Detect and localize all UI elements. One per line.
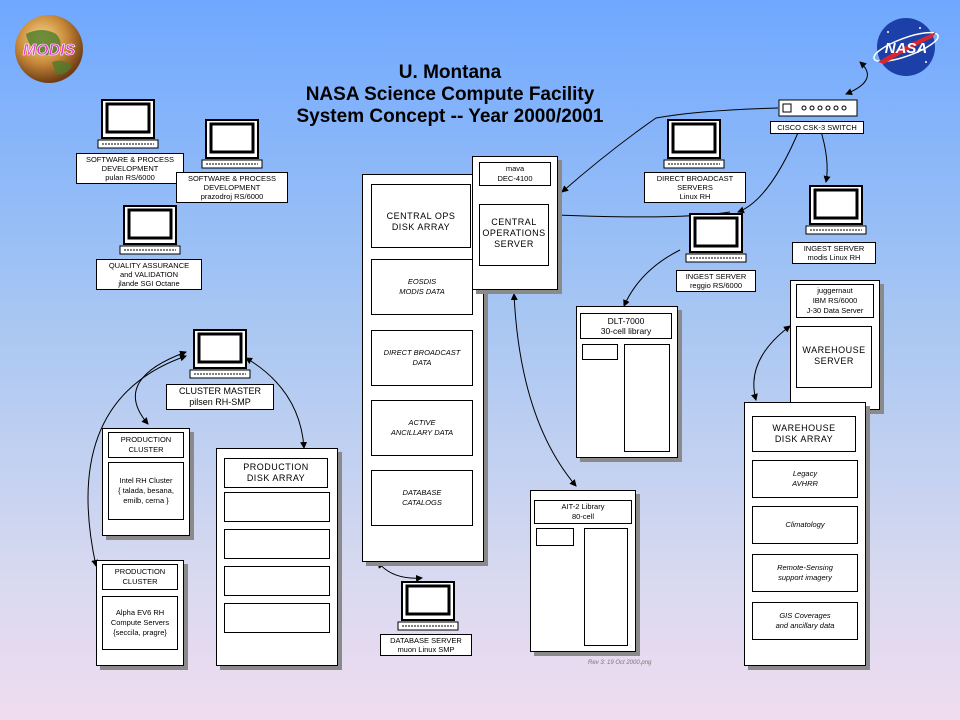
dlt-drive-slot [582, 344, 618, 360]
workstation-ingest-2[interactable] [804, 184, 868, 236]
production-cluster-1-body: Intel RH Cluster{ talada, besana,emilb, … [108, 462, 184, 520]
production-disk-slot [224, 529, 330, 559]
cisco-switch[interactable] [778, 98, 858, 118]
computer-icon [663, 119, 725, 169]
production-disk-slot [224, 492, 330, 522]
ait-drive-slot [536, 528, 574, 546]
revision-note: Rev 3: 19 Oct 2000.png [588, 660, 652, 666]
modis-logo: MODIS [12, 12, 86, 86]
production-disk-slot [224, 603, 330, 633]
workstation-qa[interactable] [118, 204, 182, 256]
link-master-proddisk [245, 357, 308, 449]
link-nasa-cisco [845, 61, 868, 95]
computer-icon [397, 581, 459, 631]
computer-icon [685, 213, 747, 263]
dlt-tape-cells [624, 344, 670, 452]
computer-icon [201, 119, 263, 169]
workstation-direct-broadcast[interactable] [662, 118, 726, 170]
network-switch-icon [778, 99, 858, 117]
nasa-logo-text: NASA [885, 40, 928, 57]
title-line-3: System Concept -- Year 2000/2001 [296, 106, 604, 127]
link-ingest-dlt [623, 249, 681, 307]
warehouse-section-climatology: Climatology [752, 506, 858, 544]
modis-logo-text: MODIS [23, 42, 76, 59]
computer-icon [119, 205, 181, 255]
link-central-ait [510, 293, 577, 487]
link-cisco-ingest1 [737, 127, 801, 214]
ait-tape-cells [584, 528, 628, 646]
title-line-1: U. Montana [398, 62, 502, 83]
computer-icon [189, 329, 251, 379]
workstation-ingest-1[interactable] [684, 212, 748, 264]
workstation-database-server[interactable] [396, 580, 460, 632]
nasa-logo: NASA [870, 14, 942, 80]
workstation-sw-dev-2[interactable] [200, 118, 264, 170]
label-cisco-switch: CISCO CSK-3 SWITCH [770, 121, 864, 134]
title-line-2: NASA Science Compute Facility [305, 84, 595, 105]
link-cisco-mava [561, 107, 779, 193]
link-juggernaut-warehouse [751, 325, 791, 401]
computer-icon [97, 99, 159, 149]
link-cisco-ingest2 [819, 127, 831, 183]
link-master-cluster2 [87, 354, 187, 567]
diagram-title: U. Montana NASA Science Compute Facility… [250, 62, 650, 128]
workstation-cluster-master[interactable] [188, 328, 252, 380]
workstation-sw-dev-1[interactable] [96, 98, 160, 150]
production-disk-slot [224, 566, 330, 596]
computer-icon [805, 185, 867, 235]
link-central-dbserver [377, 561, 423, 582]
